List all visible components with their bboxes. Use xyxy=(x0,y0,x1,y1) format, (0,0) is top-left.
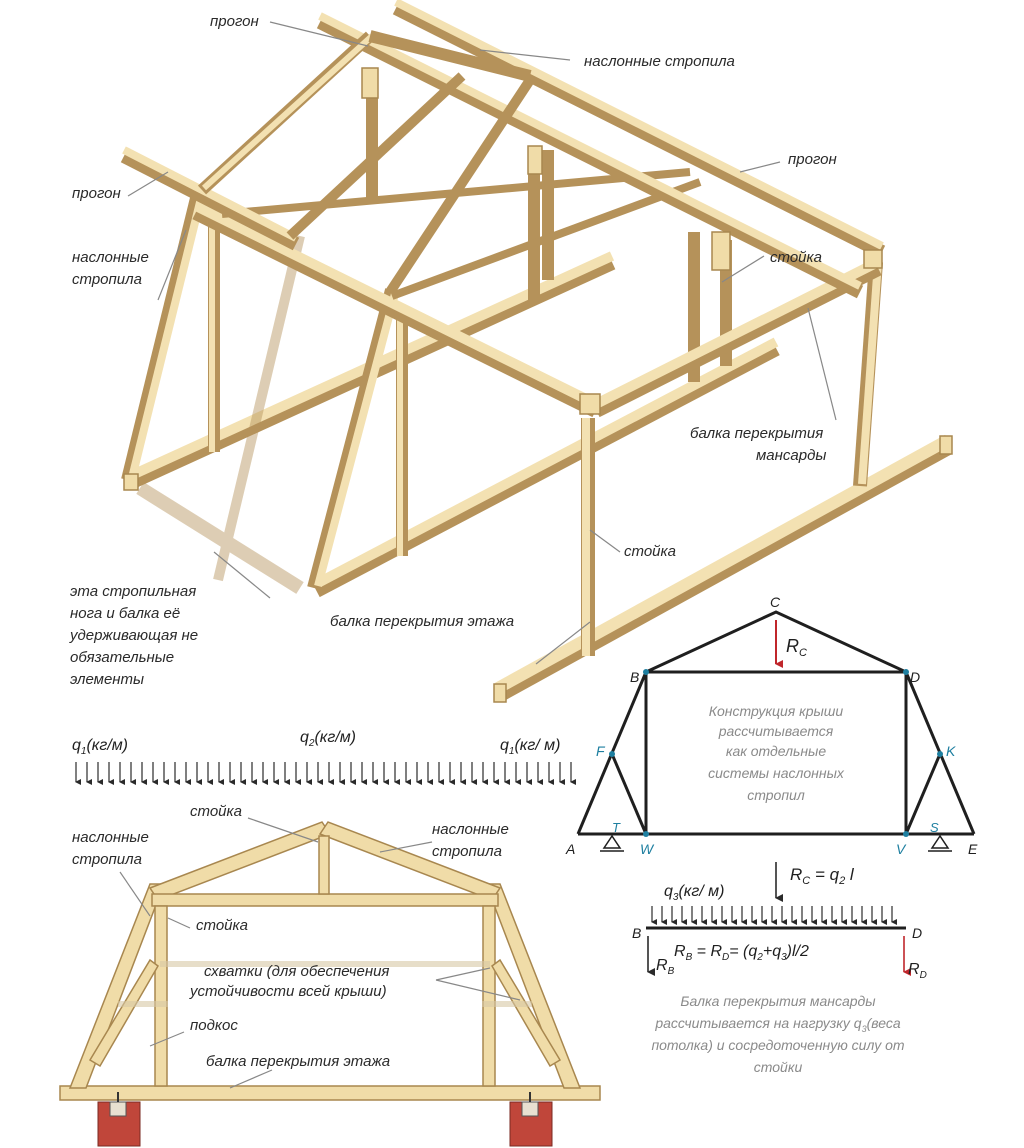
bottom-note-4: стойки xyxy=(754,1059,803,1075)
section-label-nasl-right-1: наслонные xyxy=(432,821,509,838)
label-nasl-strop-left-1: наслонные xyxy=(72,249,149,266)
label-optional-5: элементы xyxy=(70,671,144,688)
leader-lines xyxy=(127,21,837,665)
section-load-arrows xyxy=(75,762,576,785)
section-floor-beam xyxy=(59,1085,601,1101)
node-B: B xyxy=(630,669,639,685)
floor-beams xyxy=(126,251,953,702)
attic-beams xyxy=(192,168,882,418)
top-rafters xyxy=(197,30,535,295)
q3-label: q3(кг/ м) xyxy=(664,883,724,903)
section-label-stoyka-top: стойка xyxy=(190,803,242,820)
support-S xyxy=(928,834,952,852)
rd-label: RD xyxy=(908,961,927,981)
reaction-formula: RB = RD= (q2+q3)l/2 xyxy=(674,943,809,963)
section-label-stoyka-inner: стойка xyxy=(196,917,248,934)
beam-node-B: B xyxy=(632,925,641,941)
bottom-note-2: рассчитывается на нагрузку q3(веса xyxy=(654,1015,901,1034)
scheme-desc-2: рассчитывается xyxy=(718,723,834,739)
label-progon-top: прогон xyxy=(210,13,259,30)
node-V: V xyxy=(896,841,907,857)
q3-load-arrows xyxy=(651,906,897,925)
section-label-nasl-right-2: стропила xyxy=(432,843,502,860)
node-W: W xyxy=(640,841,655,857)
purlins xyxy=(120,0,886,299)
section-attic-beam xyxy=(151,893,499,907)
node-D: D xyxy=(910,669,920,685)
label-optional-4: обязательные xyxy=(70,649,174,666)
node-T: T xyxy=(612,820,621,835)
section-struts xyxy=(88,958,562,1068)
scheme-desc-3: как отдельные xyxy=(726,743,827,759)
node-C: C xyxy=(770,594,781,610)
label-progon-right: прогон xyxy=(788,151,837,168)
section-ties xyxy=(118,961,532,1007)
label-balka-mansardy-1: балка перекрытия xyxy=(690,425,823,442)
support-T xyxy=(600,834,624,852)
section-label-nasl-left-1: наслонные xyxy=(72,829,149,846)
scheme-desc-4: системы наслонных xyxy=(708,765,845,781)
rb-label: RB xyxy=(656,957,675,977)
beam-ends xyxy=(123,67,953,703)
section-label-shvatki-1: схватки (для обеспечения xyxy=(204,963,389,980)
node-E: E xyxy=(968,841,978,857)
section-label-shvatki-2: устойчивости всей крыши) xyxy=(189,983,387,1000)
q2-label: q2(кг/м) xyxy=(300,729,356,749)
scheme-desc-5: стропил xyxy=(747,787,805,803)
node-F: F xyxy=(596,743,606,759)
rc-label: RC xyxy=(786,636,807,659)
label-stoyka-mid: стойка xyxy=(624,543,676,560)
section-support-right xyxy=(509,1092,553,1147)
label-balka-mansardy-2: мансарды xyxy=(756,447,826,464)
q1-left-label: q1(кг/м) xyxy=(72,737,128,757)
label-optional-1: эта стропильная xyxy=(70,583,196,600)
scheme-nodes xyxy=(609,669,943,837)
label-optional-3: удерживающая не xyxy=(69,627,198,644)
optional-rafter-ghost xyxy=(136,234,305,594)
static-scheme: C B D F K A T W V S E RC Конструкция кры… xyxy=(565,594,978,1075)
label-progon-left: прогон xyxy=(72,185,121,202)
section-posts xyxy=(154,835,496,1087)
label-nasl-strop-top: наслонные стропила xyxy=(584,53,735,70)
section-label-nasl-left-2: стропила xyxy=(72,851,142,868)
section-label-balka-etazha: балка перекрытия этажа xyxy=(206,1053,390,1070)
frame-3d: прогон наслонные стропила прогон прогон … xyxy=(69,0,953,703)
label-optional-2: нога и балка её xyxy=(70,605,180,622)
section-rafters xyxy=(68,821,582,1089)
node-S: S xyxy=(930,820,939,835)
scheme-desc-1: Конструкция крыши xyxy=(709,703,844,719)
bottom-note-1: Балка перекрытия мансарды xyxy=(680,993,876,1009)
q1-right-label: q1(кг/ м) xyxy=(500,737,560,757)
section-support-left xyxy=(97,1092,141,1147)
cross-section: q1(кг/м) q2(кг/м) q1(кг/ м) xyxy=(59,729,601,1147)
node-K: K xyxy=(946,743,956,759)
section-label-podkos: подкос xyxy=(190,1017,238,1034)
label-balka-etazha-top: балка перекрытия этажа xyxy=(330,613,514,630)
label-stoyka-right: стойка xyxy=(770,249,822,266)
section-leaders xyxy=(119,817,521,1089)
posts xyxy=(208,70,732,656)
label-nasl-strop-left-2: стропила xyxy=(72,271,142,288)
knee-rafters xyxy=(121,184,883,590)
bottom-note-3: потолка) и сосредоточенную силу от xyxy=(651,1037,904,1053)
rc-equation: RC = q2 l xyxy=(790,865,855,887)
node-A: A xyxy=(565,841,575,857)
beam-node-D: D xyxy=(912,925,922,941)
